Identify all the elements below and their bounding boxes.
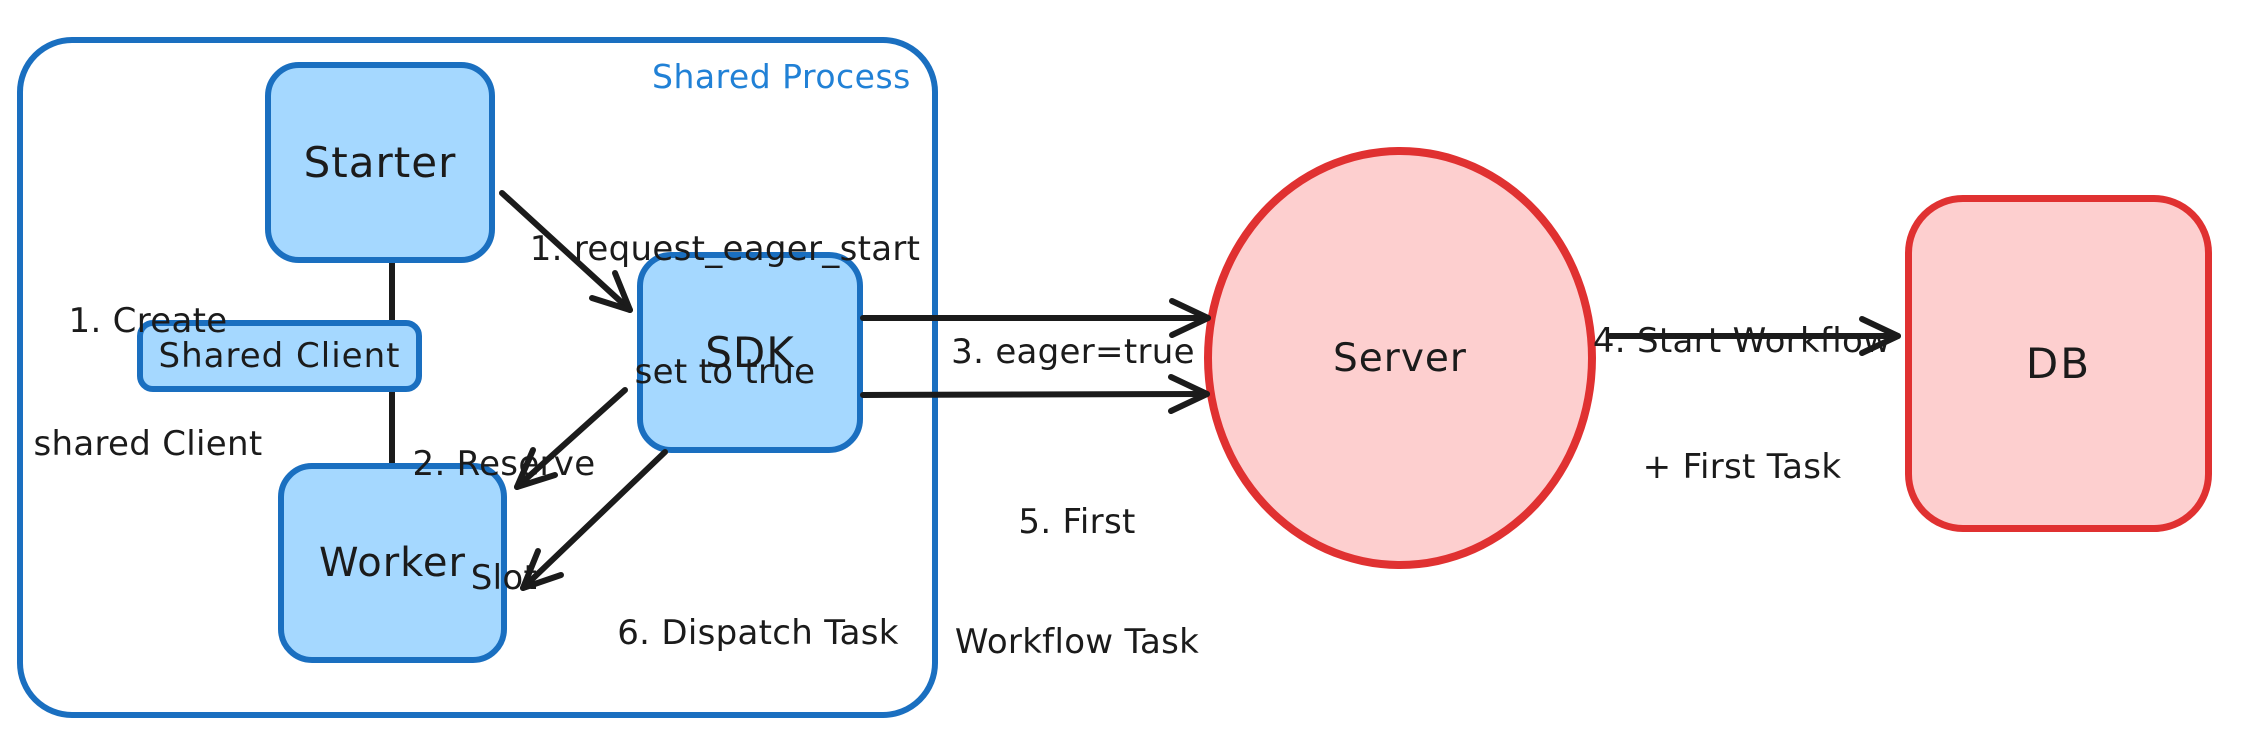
- annotation-line: + First Task: [1642, 447, 1842, 487]
- server-node: Server: [1204, 147, 1596, 569]
- worker-label: Worker: [319, 540, 466, 586]
- annotation-line: shared Client: [33, 424, 263, 464]
- shared-process-container: [17, 37, 938, 718]
- annotation-line: Slot: [470, 558, 538, 598]
- annotation-line: 5. First: [1018, 502, 1136, 542]
- annotation-dispatch-task: 6. Dispatch Task: [617, 531, 899, 736]
- annotation-line: 2. Reserve: [412, 444, 596, 484]
- shared-client-node: Shared Client: [137, 320, 422, 392]
- annotation-create-shared-client: 1. Create shared Client: [34, 219, 263, 547]
- annotation-eager-true: 3. eager=true: [951, 250, 1195, 455]
- annotation-start-workflow-first-task: 4. Start Workflow + First Task: [1593, 236, 1891, 572]
- shared-process-label: Shared Process: [652, 57, 911, 96]
- starter-node: Starter: [265, 62, 495, 263]
- annotation-line: 3. eager=true: [951, 332, 1195, 372]
- shared-client-label: Shared Client: [158, 336, 401, 376]
- annotation-line: 4. Start Workflow: [1592, 321, 1892, 361]
- annotation-line: 6. Dispatch Task: [617, 613, 899, 653]
- annotation-line: set to true: [634, 352, 816, 392]
- starter-label: Starter: [303, 138, 457, 187]
- db-label: DB: [2025, 339, 2092, 388]
- sdk-node: SDK: [637, 252, 863, 453]
- annotation-line: Workflow Task: [954, 622, 1200, 662]
- sdk-label: SDK: [705, 328, 795, 377]
- annotation-line: 1. request_eager_start: [529, 229, 921, 269]
- annotation-first-workflow-task: 5. First Workflow Task: [955, 422, 1199, 742]
- annotation-reserve-slot: 2. Reserve Slot: [413, 369, 596, 673]
- annotation-line: 1. Create: [68, 301, 228, 341]
- db-node: DB: [1905, 195, 2212, 532]
- server-label: Server: [1333, 335, 1467, 381]
